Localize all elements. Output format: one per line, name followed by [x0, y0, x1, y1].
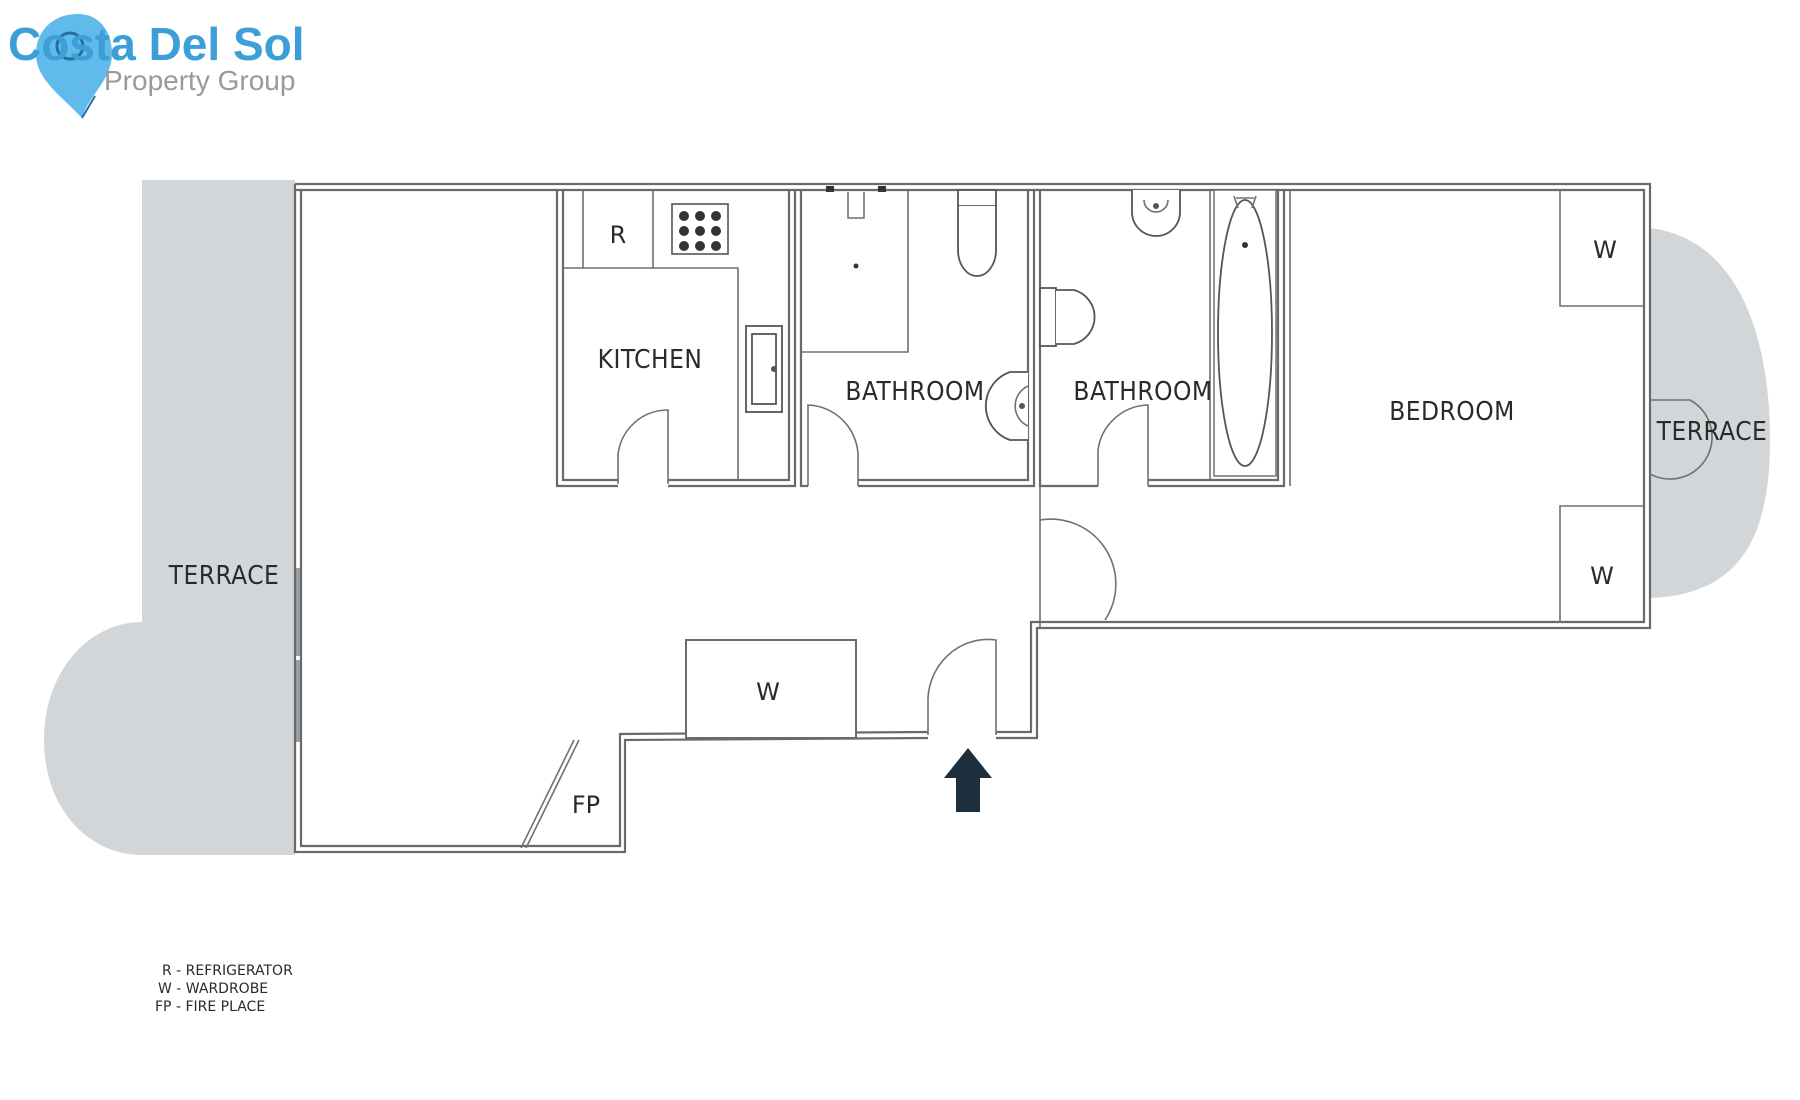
bathroom-2-label: BATHROOM	[1073, 377, 1212, 407]
wardrobe-label-bottom: W	[1590, 562, 1614, 590]
terrace-left-label: TERRACE	[168, 561, 280, 591]
fireplace	[520, 739, 580, 849]
legend-item-refrigerator: R - REFRIGERATOR	[162, 963, 293, 979]
terrace-left-area	[44, 180, 302, 855]
entrance-door	[927, 638, 997, 735]
entrance-arrow-icon	[944, 748, 992, 812]
bathtub-icon	[1213, 189, 1277, 477]
logo: Costa Del Sol Property Group	[8, 14, 305, 119]
legend: R - REFRIGERATOR W - WARDROBE FP - FIRE …	[155, 963, 293, 1015]
wardrobe-label-top: W	[1593, 236, 1617, 264]
shower-icon	[826, 186, 886, 269]
map-pin-icon	[36, 14, 112, 119]
logo-subtitle: Property Group	[104, 65, 295, 96]
bedroom-room	[1039, 190, 1713, 628]
toilet-icon-2	[1039, 287, 1096, 347]
bathroom-1-room	[799, 190, 1036, 488]
stove-icon	[671, 203, 729, 255]
bedroom-label: BEDROOM	[1389, 397, 1515, 427]
kitchen-room	[555, 190, 797, 488]
kitchen-sink-icon	[745, 325, 783, 413]
wardrobe-label-hall: W	[756, 678, 780, 706]
refrigerator-label: R	[610, 221, 627, 249]
outer-walls	[293, 182, 1652, 854]
hall-wardrobe	[685, 639, 857, 739]
kitchen-label: KITCHEN	[598, 345, 703, 375]
bathroom-1-label: BATHROOM	[845, 377, 984, 407]
terrace-right-area	[1650, 228, 1770, 598]
washbasin-icon	[984, 371, 1029, 441]
toilet-icon	[957, 189, 997, 277]
legend-item-fireplace: FP - FIRE PLACE	[155, 999, 265, 1015]
fireplace-label: FP	[572, 791, 600, 819]
bidet-icon	[1131, 190, 1181, 237]
logo-title: Costa Del Sol	[8, 18, 305, 70]
legend-item-wardrobe: W - WARDROBE	[158, 981, 268, 997]
terrace-right-label: TERRACE	[1656, 417, 1768, 447]
